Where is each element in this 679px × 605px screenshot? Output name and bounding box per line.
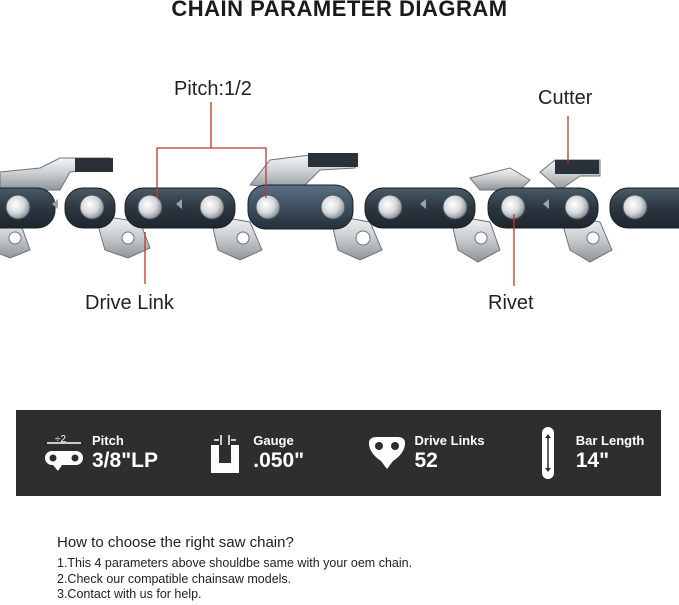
guide-step: 3.Contact with us for help. [57, 587, 202, 601]
page-title: CHAIN PARAMETER DIAGRAM [171, 0, 508, 21]
chain-illustration [0, 102, 679, 286]
spec-name: Bar Length [575, 433, 645, 448]
gauge-icon [201, 429, 249, 477]
spec-value: .050" [253, 449, 305, 472]
spec-pitch: ÷2 Pitch 3/8"LP [16, 429, 177, 477]
cutter-chrome-2 [308, 153, 358, 167]
plate-marks [52, 199, 549, 209]
rivets [5, 194, 648, 220]
guide-step: 2.Check our compatible chainsaw models. [57, 571, 292, 586]
drive-link-label: Drive Link [85, 292, 174, 314]
pitch-label: Pitch:1/2 [174, 78, 252, 100]
cutter-chrome-3 [555, 160, 599, 174]
bar-length-icon [524, 427, 572, 479]
drive-links-icon [363, 429, 411, 477]
guide-heading: How to choose the right saw chain? [57, 534, 294, 551]
spec-name: Pitch [92, 433, 124, 448]
guide-step: 1.This 4 parameters above shouldbe same … [57, 556, 413, 570]
spec-bar-length: Bar Length 14" [500, 427, 661, 479]
cutter-label: Cutter [538, 87, 593, 109]
spec-name: Gauge [253, 433, 294, 448]
spec-name: Drive Links [414, 433, 485, 448]
cutter-chrome-1 [75, 158, 113, 172]
spec-value: 3/8"LP [92, 449, 158, 472]
pitch-icon-text: ÷2 [55, 434, 66, 445]
spec-bar: ÷2 Pitch 3/8"LP Gauge .050" [16, 410, 661, 496]
spec-drive-links: Drive Links 52 [339, 429, 500, 477]
spec-value: 52 [414, 449, 438, 472]
pitch-icon: ÷2 [40, 429, 88, 477]
guide-steps: 1.This 4 parameters above shouldbe same … [57, 556, 412, 603]
spec-value: 14" [575, 449, 610, 472]
rivet-label: Rivet [488, 292, 534, 314]
spec-gauge: Gauge .050" [177, 429, 338, 477]
callout-lines [144, 102, 569, 286]
